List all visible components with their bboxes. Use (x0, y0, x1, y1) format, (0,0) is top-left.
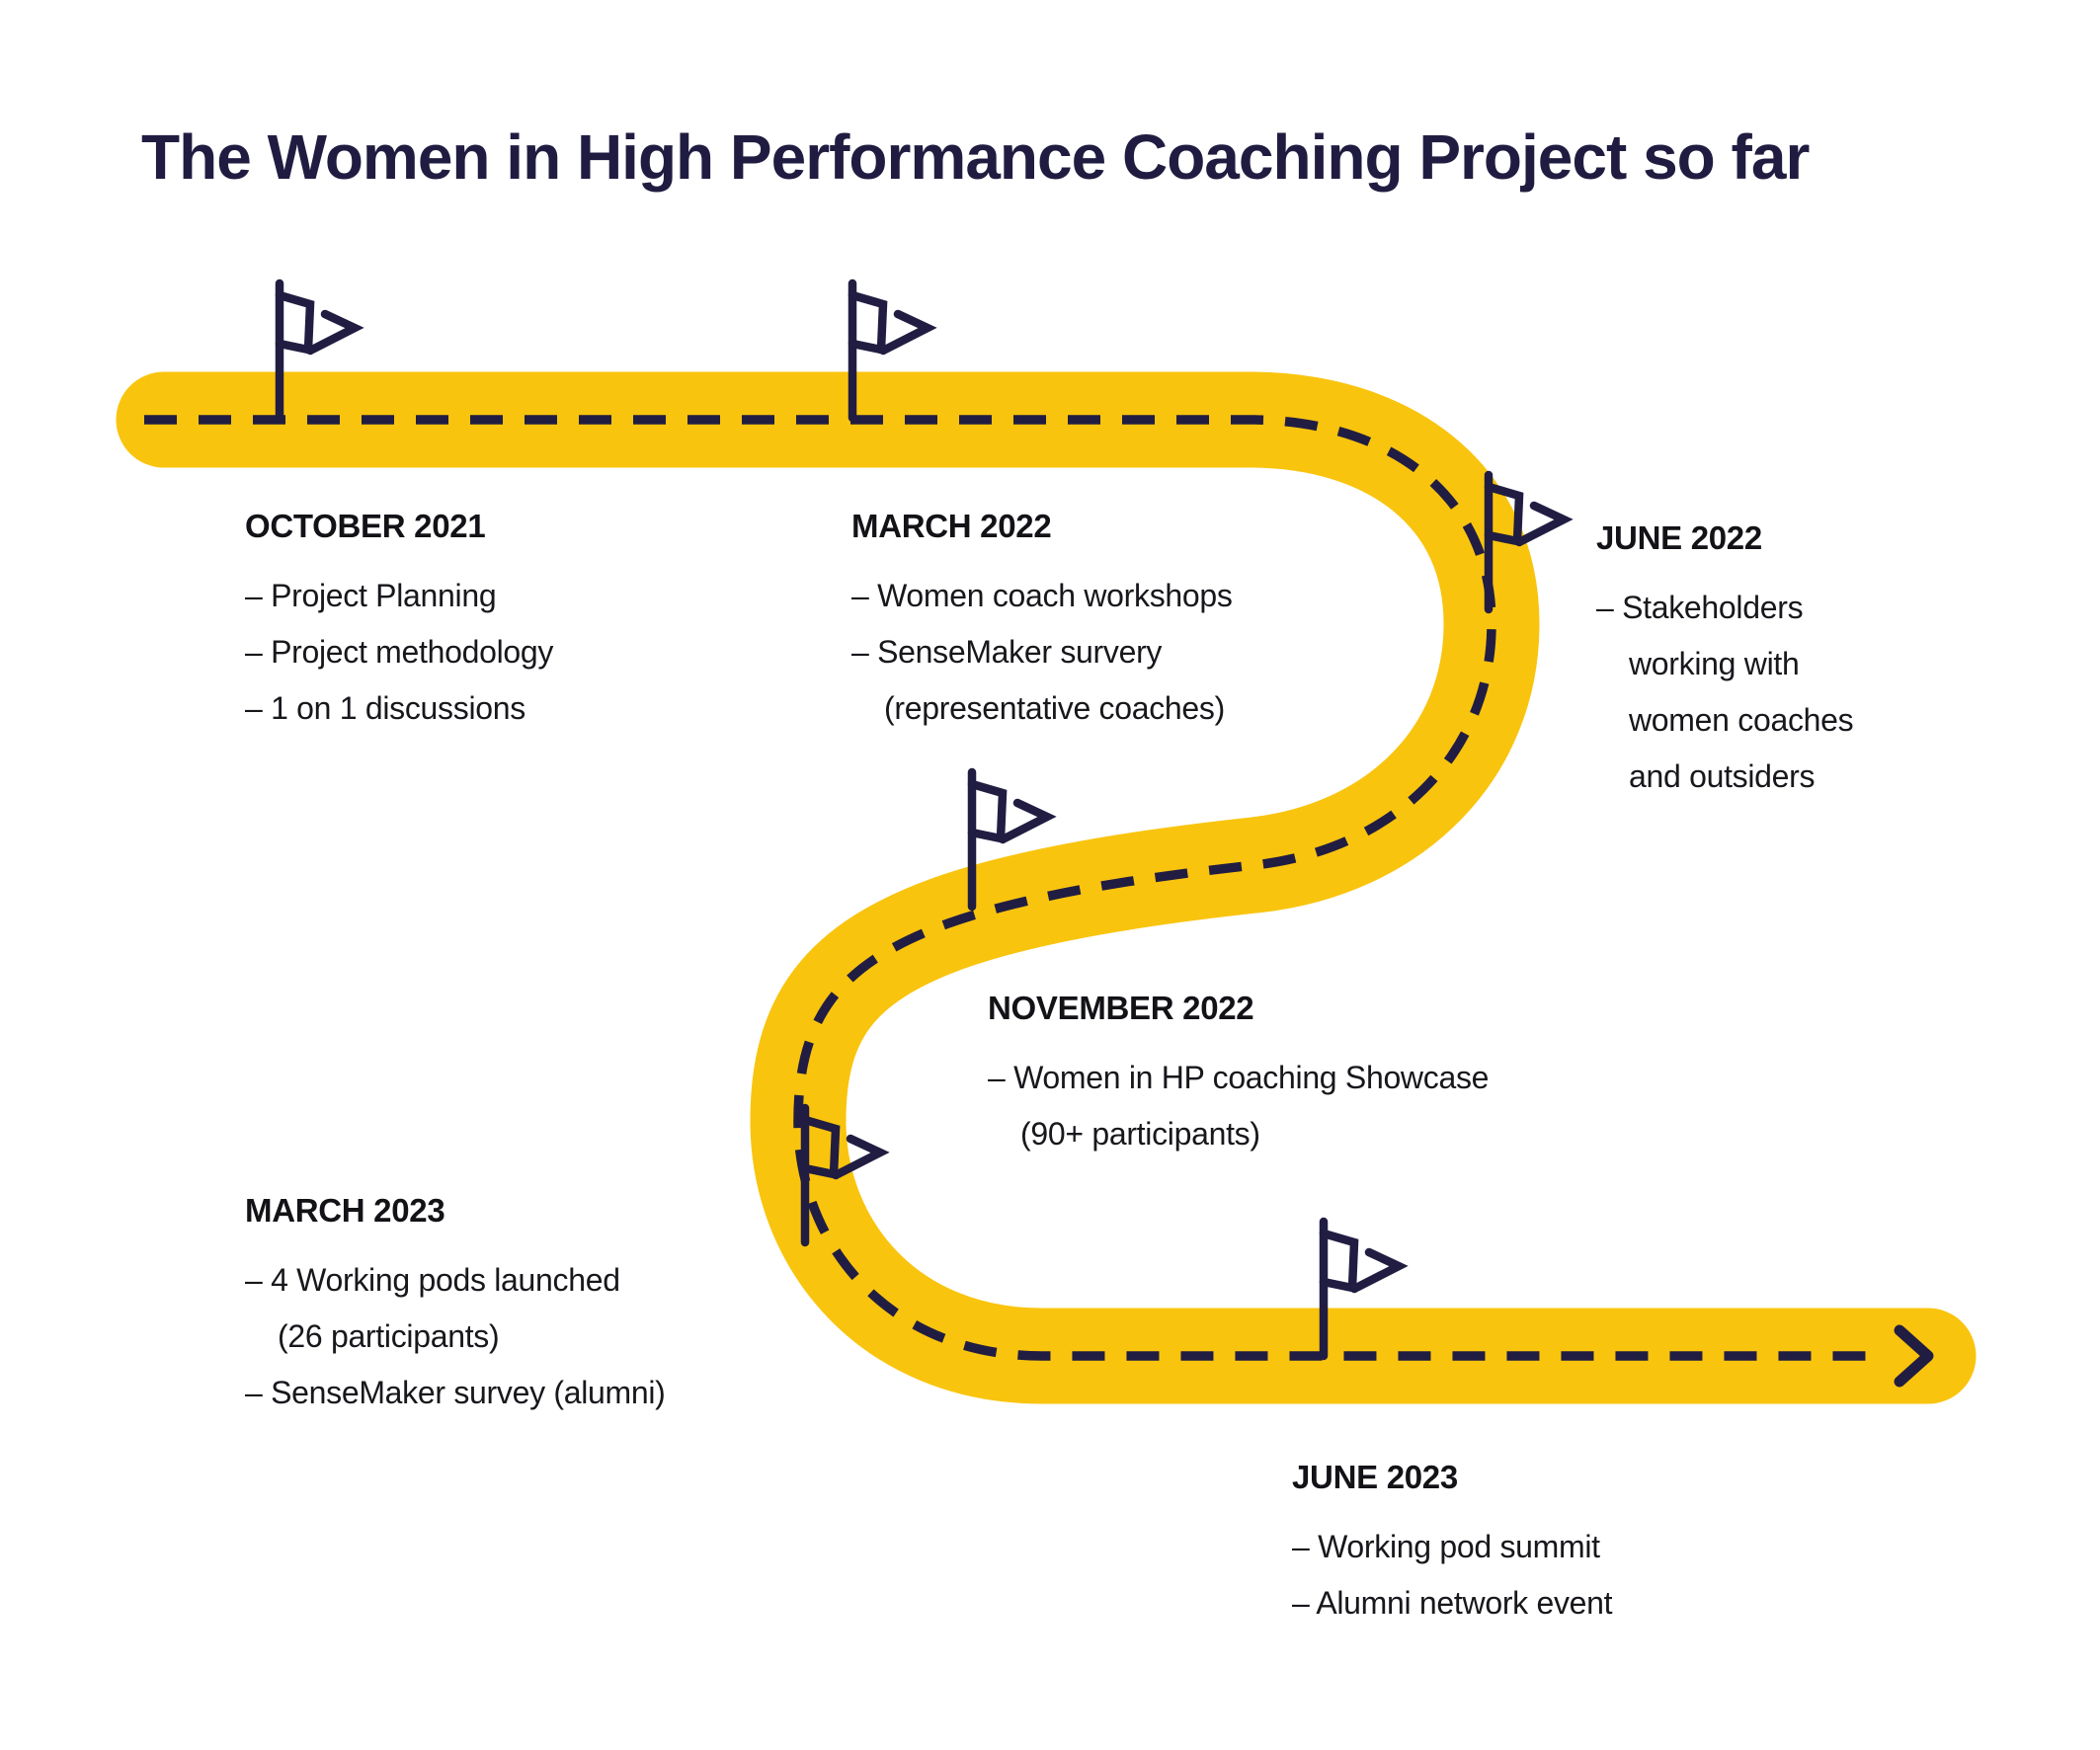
milestone-item-continuation: and outsiders (1629, 758, 1816, 794)
milestone-date: NOVEMBER 2022 (988, 990, 1254, 1026)
milestone-item: – Women coach workshops (851, 578, 1233, 613)
milestone-item-continuation: (representative coaches) (884, 690, 1225, 726)
milestone-march-2022: MARCH 2022 – Women coach workshops – Sen… (851, 507, 1233, 737)
milestone-item: – Project methodology (245, 634, 554, 670)
road-centerline (144, 415, 1875, 1361)
milestone-item: – SenseMaker survery (851, 634, 1163, 670)
milestone-item-continuation: (90+ participants) (1020, 1116, 1260, 1152)
page-title: The Women in High Performance Coaching P… (141, 121, 1810, 193)
milestone-date: OCTOBER 2021 (245, 508, 486, 544)
milestone-item: – Working pod summit (1292, 1529, 1600, 1564)
milestone-item: – Women in HP coaching Showcase (988, 1060, 1490, 1095)
milestone-item-continuation: (26 participants) (278, 1318, 500, 1354)
milestone-march-2023: MARCH 2023 – 4 Working pods launched (26… (245, 1191, 666, 1421)
milestone-date: JUNE 2023 (1292, 1459, 1458, 1495)
milestone-date: JUNE 2022 (1596, 519, 1762, 556)
milestone-date: MARCH 2022 (851, 508, 1052, 544)
milestone-item: – 1 on 1 discussions (245, 690, 525, 726)
milestone-item: – Alumni network event (1292, 1585, 1613, 1621)
milestone-item-continuation: women coaches (1629, 702, 1854, 738)
milestone-item: – Stakeholders (1596, 590, 1804, 625)
milestone-october-2021: OCTOBER 2021 – Project Planning – Projec… (245, 507, 553, 737)
milestone-item: – SenseMaker survey (alumni) (245, 1375, 666, 1410)
milestone-november-2022: NOVEMBER 2022 – Women in HP coaching Sho… (988, 989, 1489, 1162)
milestone-item: – 4 Working pods launched (245, 1262, 620, 1298)
milestone-june-2022: JUNE 2022 – Stakeholders working with wo… (1596, 518, 1854, 805)
route-end-arrowhead-icon (1894, 1324, 1934, 1388)
milestone-date: MARCH 2023 (245, 1192, 445, 1229)
milestone-june-2023: JUNE 2023 – Working pod summit – Alumni … (1292, 1458, 1613, 1631)
milestone-item: – Project Planning (245, 578, 497, 613)
milestone-item-continuation: working with (1629, 646, 1800, 681)
